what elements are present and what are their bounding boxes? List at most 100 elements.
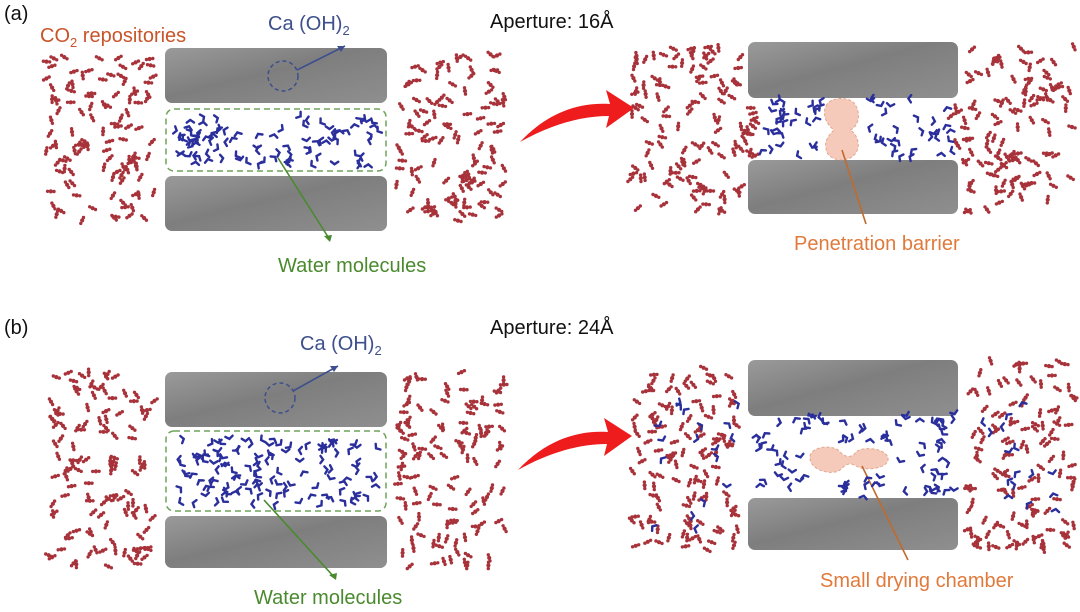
co2-molecule (456, 369, 467, 376)
water-molecule (880, 107, 888, 117)
co2-molecule (88, 205, 98, 212)
co2-molecule (427, 452, 436, 461)
co2-molecule (1066, 382, 1071, 393)
water-molecule (350, 122, 360, 129)
co2-molecule (680, 544, 691, 549)
water-molecule (253, 478, 260, 489)
co2-molecule (649, 372, 659, 377)
co2-molecule (1030, 507, 1040, 513)
water-molecule (244, 464, 252, 472)
water-molecule (942, 488, 951, 496)
co2-molecule (493, 97, 502, 106)
co2-molecule (129, 399, 139, 404)
water-molecule (253, 452, 264, 459)
co2-molecule (73, 387, 81, 396)
co2-molecule (993, 120, 1003, 127)
co2-molecule (80, 138, 90, 145)
water-molecule (304, 115, 310, 126)
co2-molecule (464, 487, 472, 497)
co2-molecule (51, 374, 61, 380)
water-molecule (323, 465, 329, 475)
water-molecule (894, 419, 903, 427)
co2-molecule (54, 209, 60, 219)
water-molecule (795, 452, 805, 459)
co2-molecule (143, 503, 149, 514)
co2-molecule (635, 102, 645, 109)
water-molecule (320, 444, 328, 453)
co2-molecule (110, 172, 116, 182)
co2-molecule (973, 456, 982, 464)
water-molecule (200, 491, 211, 498)
co2-molecule (638, 173, 643, 184)
water-molecule (361, 117, 372, 124)
co2-molecule (409, 187, 416, 197)
co2-molecule (137, 455, 142, 465)
water-molecule (366, 131, 373, 141)
water-molecule (768, 106, 778, 113)
co2-molecule (491, 67, 501, 75)
co2-molecule (465, 453, 470, 464)
co2-molecule (464, 402, 473, 411)
co2-molecule (1024, 181, 1034, 188)
water-molecule (177, 496, 185, 506)
co2-molecule (671, 477, 681, 484)
co2-molecule (127, 94, 132, 105)
co2-molecule (1047, 373, 1057, 378)
water-molecule (779, 98, 786, 108)
co2-molecule (131, 155, 141, 160)
co2-molecule (68, 179, 77, 188)
co2-molecule (441, 556, 447, 567)
co2-molecule (1009, 419, 1020, 426)
co2-molecule (640, 116, 649, 124)
co2-molecule (1037, 408, 1043, 418)
co2-molecule (142, 525, 151, 534)
co2-molecule (416, 532, 426, 539)
co2-molecule (433, 98, 441, 107)
water-molecule (310, 159, 317, 169)
co2-molecule (97, 382, 105, 391)
co2-molecule (104, 138, 115, 144)
co2-molecule (707, 539, 717, 546)
water-molecule (285, 158, 294, 165)
water-molecule (363, 162, 373, 169)
co2-molecule (118, 63, 128, 71)
panel-b-label: (b) (4, 317, 28, 339)
co2-molecule (447, 520, 458, 525)
water-molecule (794, 107, 801, 117)
water-molecule (795, 150, 803, 160)
water-molecule (886, 137, 897, 143)
co2-molecule (991, 410, 1000, 418)
water-molecule (198, 113, 206, 123)
co2-molecule (446, 62, 451, 73)
water-molecule (185, 118, 196, 124)
water-molecule (941, 420, 948, 430)
co2-molecule (398, 410, 409, 415)
water-molecule (203, 449, 211, 458)
co2-molecule (448, 554, 454, 565)
co2-molecule (393, 481, 403, 486)
co2-molecule (409, 166, 414, 177)
co2-molecule (420, 138, 431, 143)
co2-molecule (628, 171, 639, 177)
co2-molecule (41, 59, 52, 64)
co2-molecule (676, 121, 681, 132)
co2-molecule (81, 419, 89, 429)
co2-molecule (499, 486, 506, 496)
water-molecule (264, 441, 275, 447)
co2-molecule (62, 163, 67, 174)
water-molecule (858, 494, 868, 501)
co2-molecule (1034, 533, 1044, 540)
co2-molecule (70, 441, 76, 452)
co2-molecule (995, 148, 1002, 158)
water-molecule (776, 132, 785, 139)
co2-molecule (87, 527, 94, 537)
water-molecule (723, 422, 732, 430)
water-molecule (191, 141, 201, 147)
co2-molecule (698, 447, 708, 455)
water-molecule (233, 474, 242, 481)
co2-molecule (1023, 50, 1034, 55)
co2-molecule (669, 439, 680, 445)
co2-molecule (500, 98, 506, 108)
co2-molecule (63, 180, 71, 190)
co2-molecule (136, 532, 145, 541)
